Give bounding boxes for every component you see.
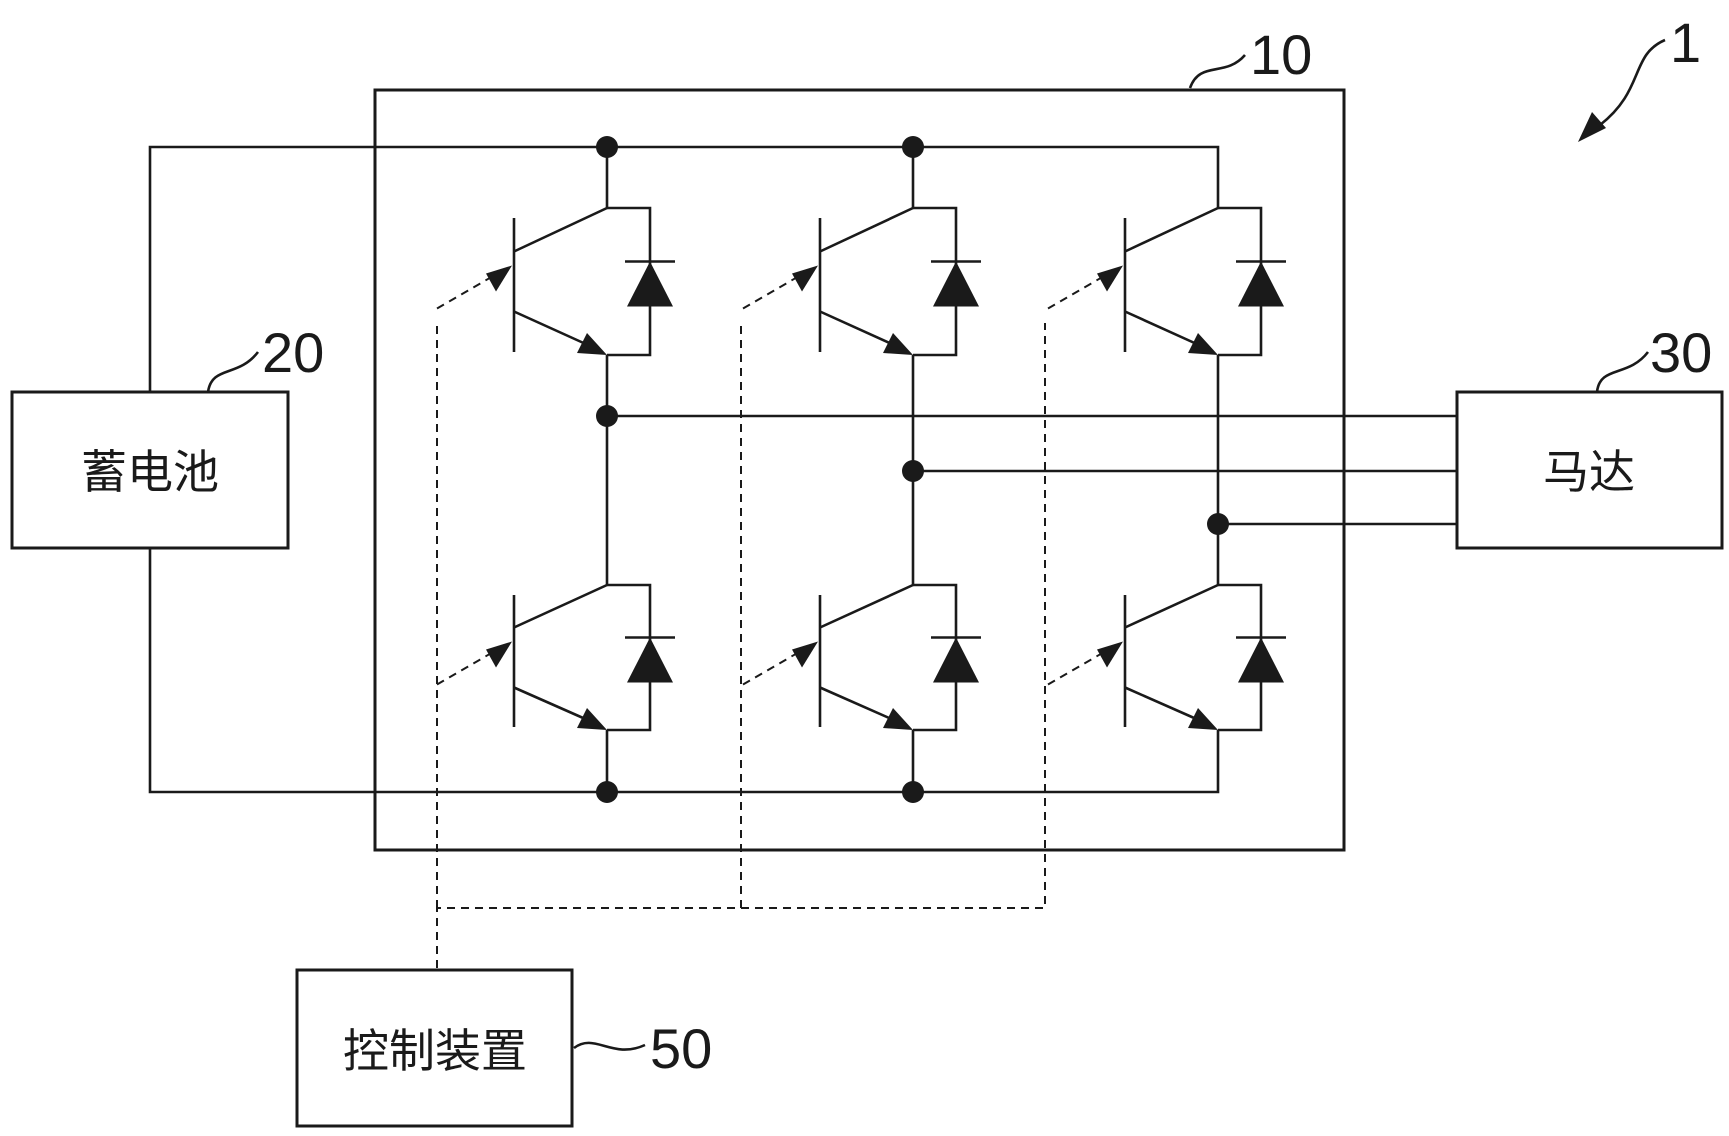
- igbt-collector: [819, 206, 914, 253]
- ref-inverter-leader: [1188, 54, 1246, 89]
- gate-signal-line: [742, 274, 801, 310]
- controller-label: 控制装置: [343, 1024, 527, 1078]
- igbt-collector: [513, 583, 608, 629]
- gate-arrow: [792, 265, 818, 292]
- diode-icon: [627, 261, 673, 307]
- ref-battery: 20: [262, 321, 324, 384]
- junction-dot: [596, 136, 618, 158]
- igbt-emitter-arrow: [577, 333, 607, 355]
- igbt-switch: [512, 206, 675, 357]
- diode-icon: [1238, 261, 1284, 307]
- igbt-emitter-arrow: [1188, 708, 1218, 730]
- gate-signal-line: [1047, 650, 1106, 686]
- gate-signal-line: [436, 274, 495, 310]
- ref-inverter: 10: [1250, 23, 1312, 86]
- gate-signal-line: [1047, 274, 1106, 310]
- igbt-collector: [819, 583, 914, 629]
- junction-dot: [596, 405, 618, 427]
- igbt-switch: [512, 583, 675, 732]
- igbt-switch: [1123, 583, 1286, 732]
- motor-label: 马达: [1543, 445, 1635, 499]
- battery-label: 蓄电池: [81, 445, 219, 499]
- igbt-emitter-arrow: [1188, 333, 1218, 355]
- gate-arrow: [1097, 641, 1123, 668]
- gate-signal-line: [742, 650, 801, 686]
- diode-icon: [627, 637, 673, 683]
- motor-box: [1455, 390, 1724, 550]
- gate-arrow: [792, 641, 818, 668]
- ref-system-arrow: [1578, 112, 1606, 142]
- gate-signal-line: [436, 650, 495, 686]
- gate-arrow: [486, 641, 512, 668]
- controller-box: [295, 968, 574, 1128]
- ref-system-leader: [1599, 38, 1666, 127]
- junction-dot: [596, 781, 618, 803]
- junction-dot: [902, 460, 924, 482]
- ref-motor: 30: [1650, 321, 1712, 384]
- igbt-switch: [818, 206, 981, 357]
- junction-dot: [1207, 513, 1229, 535]
- igbt-switch: [818, 583, 981, 732]
- junction-dot: [902, 781, 924, 803]
- igbt-switch: [1123, 206, 1286, 357]
- ref-controller: 50: [650, 1017, 712, 1080]
- diode-icon: [933, 637, 979, 683]
- gate-signal-lines: [436, 265, 1123, 686]
- diode-icon: [933, 261, 979, 307]
- igbt-collector: [1124, 206, 1219, 253]
- gate-arrow: [1097, 265, 1123, 292]
- dc-positive-bus: [148, 145, 1220, 392]
- ref-system: 1: [1670, 11, 1701, 74]
- junction-dot: [902, 136, 924, 158]
- dc-negative-bus: [148, 548, 1220, 794]
- ref-controller-leader: [573, 1041, 646, 1051]
- diode-icon: [1238, 637, 1284, 683]
- switch-group: [512, 206, 1286, 732]
- ref-battery-leader: [206, 351, 260, 393]
- ref-motor-leader: [1595, 351, 1650, 393]
- igbt-collector: [1124, 583, 1219, 629]
- igbt-collector: [513, 206, 608, 253]
- battery-box: [10, 390, 290, 550]
- igbt-emitter-arrow: [883, 708, 913, 730]
- gate-arrow: [486, 265, 512, 292]
- igbt-emitter-arrow: [883, 333, 913, 355]
- igbt-emitter-arrow: [577, 708, 607, 730]
